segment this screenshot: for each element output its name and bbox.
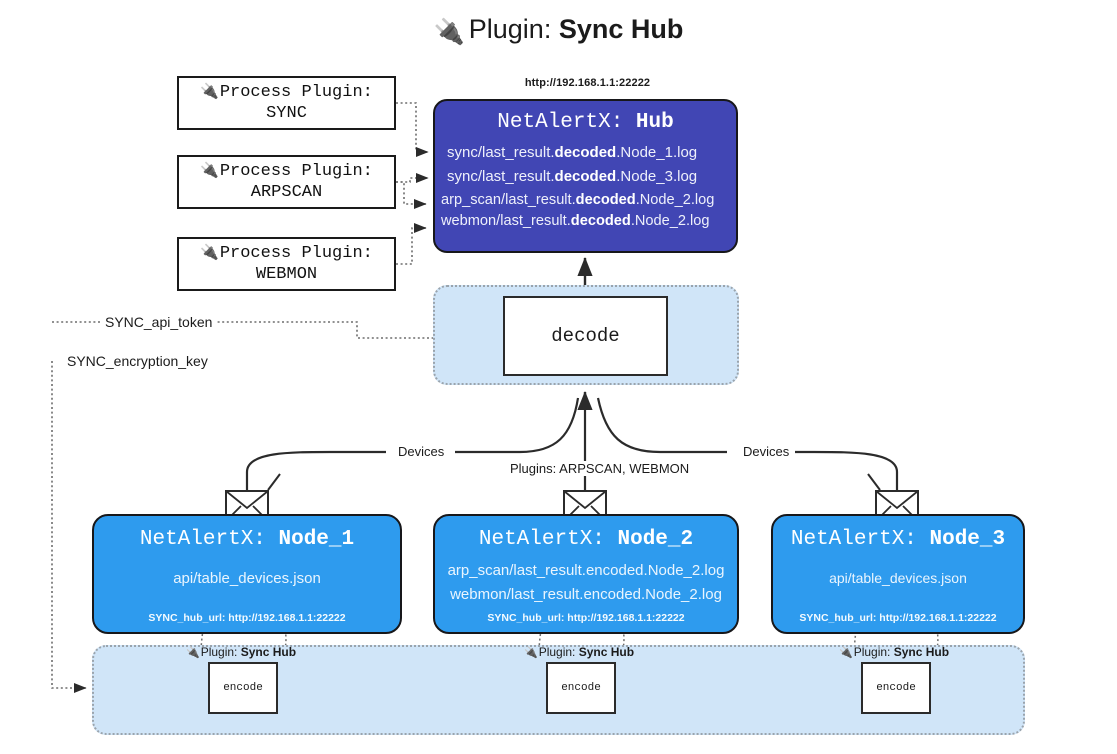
process-plugin-name: WEBMON — [255, 265, 318, 284]
process-plugin-arpscan[interactable]: 🔌Process Plugin: ARPSCAN — [177, 155, 396, 209]
edge-label-devices-right: Devices — [739, 444, 794, 459]
hub-title: NetAlertX: Hub — [435, 111, 736, 134]
sync-api-token-label: SYNC_api_token — [100, 314, 218, 330]
encode-caption: 🔌Plugin: Sync Hub — [524, 645, 635, 659]
edge-label-devices-left: Devices — [394, 444, 449, 459]
plug-icon: 🔌 — [200, 244, 219, 261]
plug-icon: 🔌 — [200, 162, 219, 179]
decode-box[interactable]: decode — [503, 296, 668, 376]
process-plugin-name: ARPSCAN — [250, 183, 323, 202]
node-3[interactable]: NetAlertX: Node_3 api/table_devices.json… — [771, 514, 1025, 634]
encryption-key-edge — [51, 361, 87, 694]
node-line: api/table_devices.json — [173, 570, 321, 587]
plug-icon: 🔌 — [200, 83, 219, 100]
plug-icon: 🔌 — [524, 647, 538, 659]
node-hub-url: SYNC_hub_url: http://192.168.1.1:22222 — [148, 612, 346, 624]
encode-box-node-3[interactable]: encode — [861, 662, 931, 714]
sync-encryption-key-label: SYNC_encryption_key — [62, 353, 213, 369]
hub-log-item: sync/last_result.decoded.Node_1.log — [447, 144, 698, 161]
node-line: api/table_devices.json — [829, 570, 967, 586]
node-title: NetAlertX: Node_1 — [139, 528, 355, 551]
hub-log-item: arp_scan/last_result.decoded.Node_2.log — [441, 191, 715, 208]
hub-log-item: sync/last_result.decoded.Node_3.log — [447, 168, 698, 186]
node-title: NetAlertX: Node_3 — [790, 528, 1006, 551]
process-plugin-sync[interactable]: 🔌Process Plugin: SYNC — [177, 76, 396, 130]
node-title: NetAlertX: Node_2 — [478, 528, 694, 551]
encode-box-node-2[interactable]: encode — [546, 662, 616, 714]
process-plugin-heading: Process Plugin: — [219, 243, 373, 263]
plug-icon: 🔌 — [839, 647, 853, 659]
page-title: 🔌Plugin: Sync Hub — [0, 14, 1117, 47]
encode-caption: 🔌Plugin: Sync Hub — [186, 645, 297, 659]
process-plugin-heading: Process Plugin: — [219, 82, 373, 102]
node-1[interactable]: NetAlertX: Node_1 api/table_devices.json… — [92, 514, 402, 634]
process-plugin-heading: Process Plugin: — [219, 161, 373, 181]
node-hub-url: SYNC_hub_url: http://192.168.1.1:22222 — [799, 612, 997, 624]
hub-url-label: http://192.168.1.1:22222 — [524, 77, 651, 89]
edge-label-plugins: Plugins: ARPSCAN, WEBMON — [506, 461, 694, 476]
plug-icon: 🔌 — [186, 647, 200, 659]
node-line-list: arp_scan/last_result.encoded.Node_2.log … — [435, 559, 737, 607]
page-title-name: Sync Hub — [558, 14, 684, 44]
node-line: arp_scan/last_result.encoded.Node_2.log — [447, 562, 725, 579]
process-plugin-webmon[interactable]: 🔌Process Plugin: WEBMON — [177, 237, 396, 291]
plug-icon: 🔌 — [433, 18, 465, 46]
node-line: webmon/last_result.encoded.Node_2.log — [450, 586, 722, 603]
hub-title-name: Hub — [635, 111, 674, 134]
encode-box-node-1[interactable]: encode — [208, 662, 278, 714]
node-line-list: api/table_devices.json — [94, 567, 400, 591]
hub-log-list: sync/last_result.decoded.Node_1.log sync… — [435, 141, 736, 233]
hub-node[interactable]: NetAlertX: Hub sync/last_result.decoded.… — [433, 99, 738, 253]
node-line-list: api/table_devices.json — [773, 567, 1023, 589]
hub-title-prefix: NetAlertX: — [497, 111, 636, 134]
node-2[interactable]: NetAlertX: Node_2 arp_scan/last_result.e… — [433, 514, 739, 634]
hub-log-item: webmon/last_result.decoded.Node_2.log — [441, 213, 710, 230]
encode-caption: 🔌Plugin: Sync Hub — [839, 645, 950, 659]
page-title-prefix: Plugin: — [468, 14, 559, 44]
process-plugin-name: SYNC — [266, 104, 307, 123]
node-hub-url: SYNC_hub_url: http://192.168.1.1:22222 — [487, 612, 685, 624]
